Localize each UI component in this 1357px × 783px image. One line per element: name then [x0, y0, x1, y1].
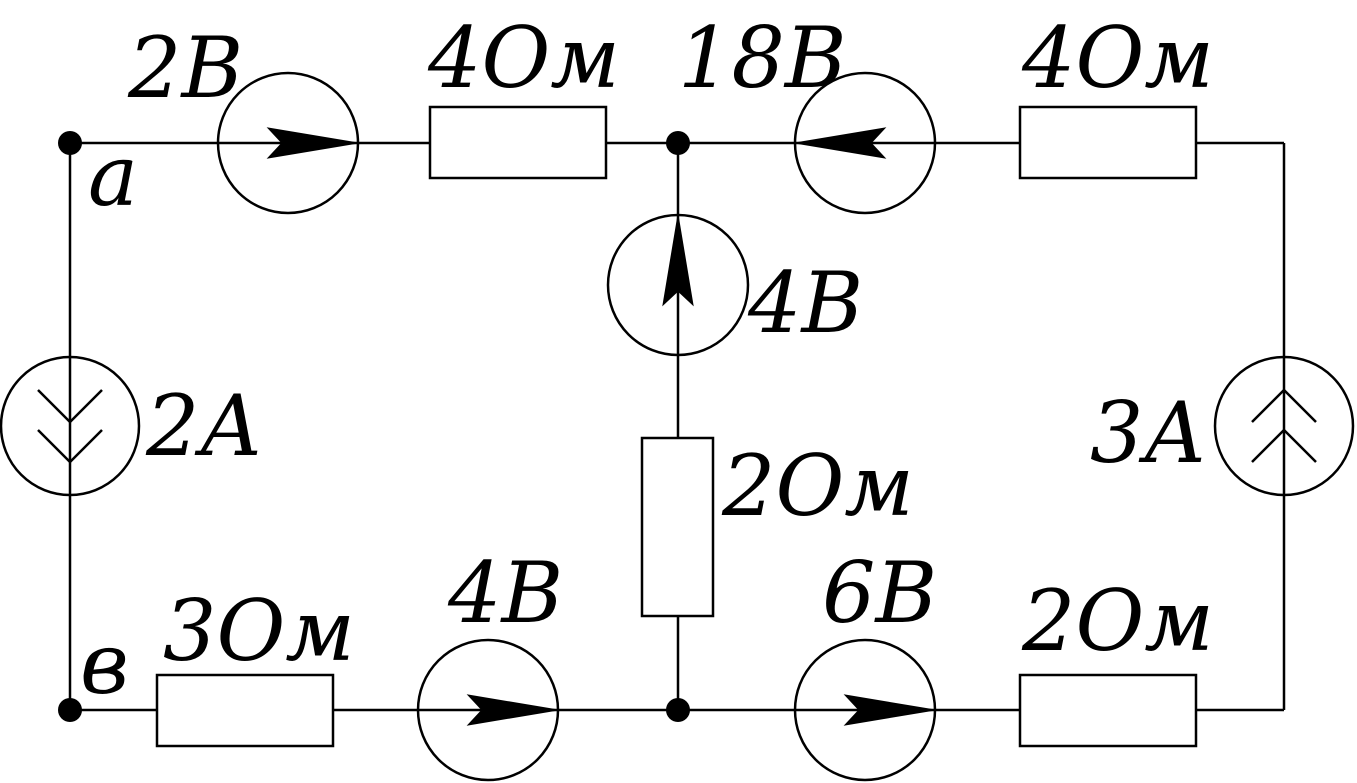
emf-source-bottom-right: [793, 638, 937, 782]
node-a-dot: [58, 131, 82, 155]
label-bot-res-right: 2Ом: [1021, 572, 1214, 670]
arrow-right-icon: [466, 694, 559, 726]
label-top-res-right: 4Ом: [1021, 9, 1214, 107]
label-top-res-left: 4Ом: [427, 9, 620, 107]
label-left-current-src: 2А: [145, 377, 263, 475]
resistor-bottom-left: [155, 673, 335, 748]
current-source-left: [0, 355, 141, 497]
label-bot-emf-right: 6В: [822, 544, 937, 642]
resistor-middle: [640, 436, 715, 618]
label-mid-emf: 4В: [747, 254, 863, 352]
double-chevron-down-icon: [37, 389, 103, 424]
label-top-emf-right: 18В: [678, 9, 847, 107]
label-top-emf-left: 2В: [127, 19, 243, 117]
wires: [68, 141, 1286, 712]
label-mid-res: 2Ом: [721, 437, 914, 535]
current-source-right: [1213, 355, 1355, 497]
arrow-left-icon: [794, 127, 887, 159]
resistor-bottom-right: [1018, 673, 1198, 748]
resistor-top-left: [428, 105, 608, 180]
node-top-mid-dot: [666, 131, 690, 155]
label-bot-emf-left: 4В: [447, 544, 563, 642]
double-chevron-up-icon: [1251, 388, 1317, 423]
arrow-right-icon: [843, 694, 936, 726]
emf-source-top-right: [793, 71, 937, 215]
emf-source-bottom-left: [416, 638, 560, 782]
label-bot-res-left: 3Ом: [163, 582, 355, 680]
arrow-up-icon: [662, 214, 694, 307]
node-bottom-mid-dot: [666, 698, 690, 722]
node-b-dot: [58, 698, 82, 722]
node-b-label: в: [80, 615, 129, 713]
emf-source-top-left: [216, 71, 360, 215]
resistor-top-right: [1018, 105, 1198, 180]
node-a-label: a: [88, 127, 138, 225]
arrow-right-icon: [266, 127, 359, 159]
label-right-current-src: 3А: [1090, 384, 1207, 482]
emf-source-middle: [606, 213, 750, 357]
